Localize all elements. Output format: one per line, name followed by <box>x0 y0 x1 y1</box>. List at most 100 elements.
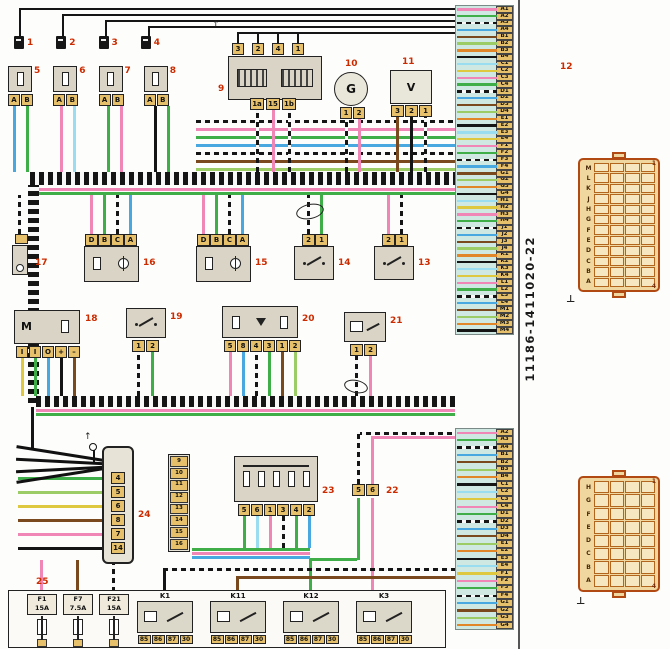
pin-letter: D <box>586 247 591 255</box>
row-number: 4 <box>651 583 656 590</box>
ecu-wire <box>457 76 497 79</box>
wire-segment <box>237 32 239 44</box>
ecu-pin-B1: B1 <box>496 451 513 459</box>
connector-cell <box>640 183 655 194</box>
ecu-pin-B3: B3 <box>496 46 513 54</box>
ecu-pin-H1: H1 <box>496 197 513 205</box>
ecu-pin-L2: L2 <box>496 285 513 293</box>
ecu-wire <box>457 295 497 298</box>
wire-connector: 4 <box>140 36 161 49</box>
wire-segment <box>424 117 427 172</box>
ecu-pin-F2: F2 <box>496 577 513 585</box>
wire-segment <box>93 450 95 462</box>
pin-label: – <box>68 346 80 358</box>
fuse-terminal <box>109 638 119 647</box>
relay-21-body <box>344 312 386 342</box>
generator-letter: G <box>346 82 356 96</box>
latch-tab-icon <box>612 291 626 298</box>
ecu-pin-E3: E3 <box>496 128 513 136</box>
wire-segment <box>107 106 110 172</box>
fuse-icon <box>37 615 47 640</box>
wire-segment <box>137 352 140 396</box>
connector-cell <box>594 235 609 246</box>
ecu-pin-C3: C3 <box>496 74 513 82</box>
ecu-wire <box>457 42 497 45</box>
sensor: 5 A B <box>8 66 40 106</box>
connector-cell <box>594 215 609 225</box>
wire-segment <box>518 0 520 649</box>
connector-cell <box>609 521 624 534</box>
ecu-pin-J4: J4 <box>496 244 513 252</box>
fuse-rating: 7.5A <box>69 604 87 613</box>
wire-segment <box>192 548 310 551</box>
ecu-pin-G4: G4 <box>496 621 513 629</box>
component-number: 14 <box>338 258 351 268</box>
pin-letter: D <box>586 537 591 545</box>
wire-segment <box>236 576 455 579</box>
module-20-body <box>222 306 298 338</box>
wire-segment <box>307 195 310 234</box>
pin-label: 87 <box>311 635 325 644</box>
wire-segment <box>120 106 123 172</box>
pin-grid <box>594 163 655 287</box>
pin-label: B <box>66 94 79 106</box>
wire-segment <box>243 516 246 548</box>
ecu-pin-F3: F3 <box>496 156 513 164</box>
connector-cell <box>594 173 609 183</box>
pin-label: 5 <box>238 504 250 516</box>
ecu-wire <box>457 322 497 325</box>
connector-cell <box>625 183 640 194</box>
relay-body <box>137 601 193 633</box>
sensor-16-body <box>84 246 139 282</box>
pin-label: 86 <box>370 635 384 644</box>
connector-cell <box>640 194 655 204</box>
component-number: 22 <box>386 486 399 496</box>
ecu-pin-D3: D3 <box>496 101 513 109</box>
connector-cell <box>594 521 609 534</box>
ecu-wire <box>457 124 497 127</box>
ecu-pin-F4: F4 <box>496 591 513 600</box>
component-number: 4 <box>153 37 161 48</box>
generator-symbol: G <box>334 72 368 106</box>
pin-label: A <box>53 94 66 106</box>
ecu-pin-B4: B4 <box>496 473 513 481</box>
connector-cell <box>625 494 640 507</box>
ecu-wire <box>457 62 497 66</box>
connector-cell <box>640 246 655 256</box>
resistor-icon <box>152 72 160 86</box>
valve-icon <box>16 264 24 272</box>
component-number: 13 <box>418 258 431 268</box>
ecu-wire <box>457 206 497 209</box>
pin-letter: C <box>586 550 591 558</box>
switch-icon <box>239 611 257 622</box>
pin-label: 30 <box>325 635 339 644</box>
pin-label: B <box>210 234 223 246</box>
component-number: 3 <box>111 37 118 48</box>
component-number: 1 <box>27 37 34 48</box>
wire-segment <box>21 358 24 396</box>
wire-segment <box>36 396 455 407</box>
pin-label: 8 <box>111 514 125 526</box>
connector-cell <box>609 277 624 287</box>
wire-segment <box>163 568 166 592</box>
relay-body <box>283 601 339 633</box>
resistor-icon <box>288 471 295 487</box>
coil-icon <box>144 611 157 622</box>
valve-icon <box>230 256 241 271</box>
connector-cell <box>609 481 624 494</box>
pin-label: 10 <box>170 467 188 479</box>
ecu-wire <box>457 165 497 168</box>
pin-label: 12 <box>170 491 188 503</box>
ecu-wire <box>457 110 497 113</box>
grommet-icon <box>342 377 370 396</box>
wire-segment <box>105 20 455 22</box>
ecu-pin-M1: M1 <box>496 306 513 314</box>
connector-cell <box>640 235 655 246</box>
branch-arrow-icon: ↑ <box>84 432 92 442</box>
connector-cell <box>594 225 609 235</box>
pin-label: 85 <box>356 635 370 644</box>
